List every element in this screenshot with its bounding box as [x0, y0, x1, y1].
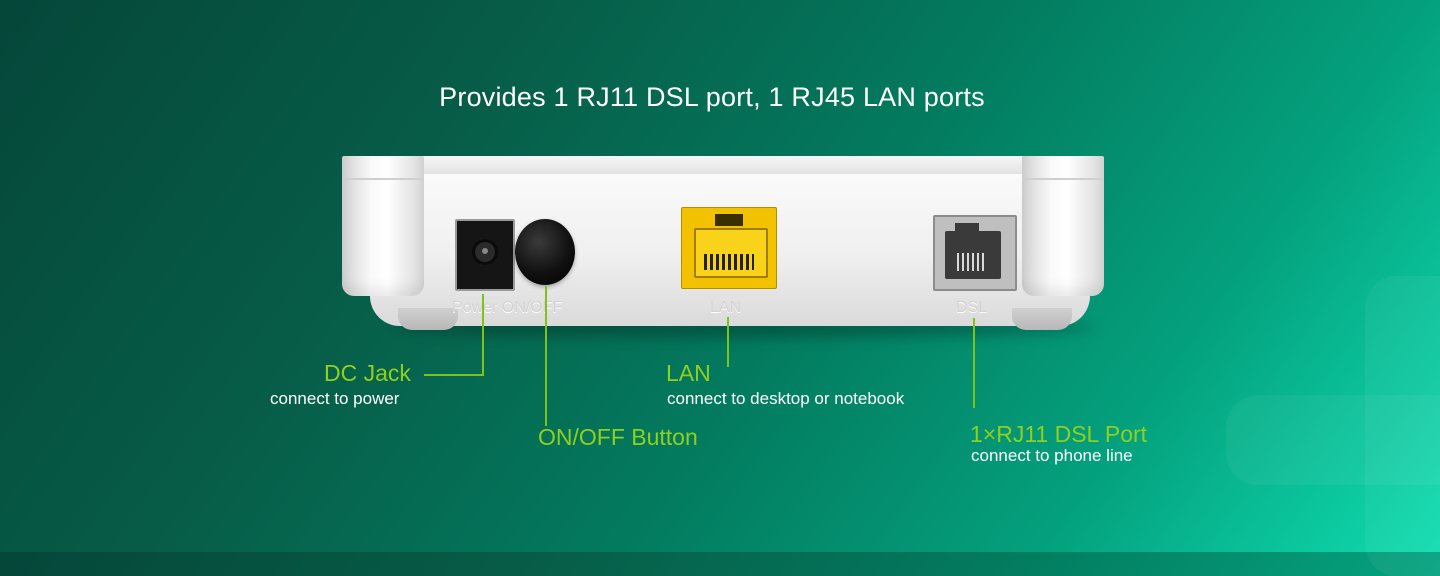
- lan-port: [681, 207, 777, 289]
- router-image: Power ON/OFF LAN DSL: [342, 156, 1104, 338]
- router-foot: [398, 308, 458, 330]
- lan-port-tab: [715, 214, 743, 226]
- dsl-port-title: 1×RJ11 DSL Port: [970, 421, 1148, 447]
- decorative-shape: [1365, 276, 1440, 576]
- headline: Provides 1 RJ11 DSL port, 1 RJ45 LAN por…: [439, 82, 985, 112]
- antenna-right: [1022, 156, 1104, 296]
- lan-port-socket: [694, 228, 768, 278]
- lan-description: connect to desktop or notebook: [667, 389, 905, 408]
- dsl-port-tab: [955, 223, 979, 233]
- dsl-port-description: connect to phone line: [971, 446, 1133, 465]
- dc-jack-port: [455, 219, 515, 291]
- antenna-left: [342, 156, 424, 296]
- lan-port-contacts: [704, 254, 754, 270]
- dc-jack-leader-line: [482, 294, 484, 376]
- dc-jack-leader-line: [424, 374, 484, 376]
- lan-leader-line: [727, 317, 729, 367]
- power-on-off-label: Power ON/OFF: [452, 299, 563, 316]
- router-foot: [1012, 308, 1072, 330]
- on-off-button-title: ON/OFF Button: [538, 424, 698, 450]
- power-button: [515, 219, 575, 285]
- on-off-leader-line: [545, 286, 547, 426]
- dsl-port: [933, 215, 1017, 291]
- dc-jack-pin: [482, 248, 488, 254]
- dsl-leader-line: [973, 318, 975, 408]
- dc-jack-title: DC Jack: [324, 360, 411, 386]
- dc-jack-description: connect to power: [270, 389, 400, 408]
- lan-port-label: LAN: [710, 299, 742, 316]
- lan-title: LAN: [666, 360, 711, 386]
- decorative-shape: [1226, 395, 1440, 485]
- dsl-port-label: DSL: [956, 299, 988, 316]
- dsl-port-contacts: [957, 253, 987, 271]
